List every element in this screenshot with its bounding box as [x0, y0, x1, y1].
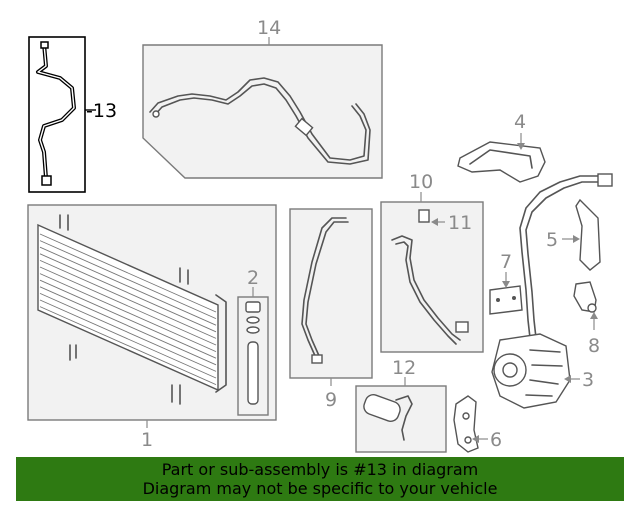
- condenser-fin: [39, 306, 217, 386]
- part-14-pipe: [142, 37, 383, 179]
- condenser-fin: [39, 233, 217, 313]
- callout-4: 4: [514, 111, 526, 133]
- part-3-compressor: [491, 173, 613, 409]
- callout-9: 9: [325, 389, 337, 411]
- callout-14: 14: [257, 17, 281, 39]
- part-1-condenser: [27, 204, 277, 428]
- part-13-hose: [28, 36, 96, 193]
- part-4-bracket: [457, 133, 546, 183]
- callout-7: 7: [500, 251, 512, 273]
- callout-5: 5: [546, 229, 558, 251]
- callout-1: 1: [141, 429, 153, 451]
- callout-6: 6: [490, 429, 502, 451]
- condenser-fin: [39, 286, 217, 366]
- part-5-bracket: [562, 198, 601, 271]
- part-12-fitting: [355, 377, 447, 453]
- condenser-fin: [39, 266, 217, 346]
- condenser-fin: [39, 292, 217, 372]
- condenser-fin: [39, 240, 217, 320]
- callout-3: 3: [582, 369, 594, 391]
- part-9-hose: [289, 208, 373, 386]
- banner-line-2: Diagram may not be specific to your vehi…: [142, 479, 498, 498]
- callout-2: 2: [247, 267, 259, 289]
- part-8-bolt: [573, 281, 598, 330]
- info-banner: Part or sub-assembly is #13 in diagram D…: [16, 457, 624, 501]
- callout-12: 12: [392, 357, 416, 379]
- callout-11: 11: [448, 212, 472, 234]
- part-6-bracket: [453, 395, 488, 453]
- condenser-fin: [39, 273, 217, 353]
- condenser-fin: [39, 253, 217, 333]
- condenser-fin: [39, 279, 217, 359]
- callout-8: 8: [588, 335, 600, 357]
- banner-line-1: Part or sub-assembly is #13 in diagram: [161, 460, 479, 479]
- condenser-fin: [39, 299, 217, 379]
- callout-10: 10: [409, 171, 433, 193]
- condenser-fin: [39, 259, 217, 339]
- condenser-fin: [39, 246, 217, 326]
- callout-13: -13: [86, 100, 117, 122]
- part-2-receiver-drier: [237, 287, 269, 416]
- part-10-hose: [380, 192, 484, 353]
- part-7-bracket: [489, 272, 523, 315]
